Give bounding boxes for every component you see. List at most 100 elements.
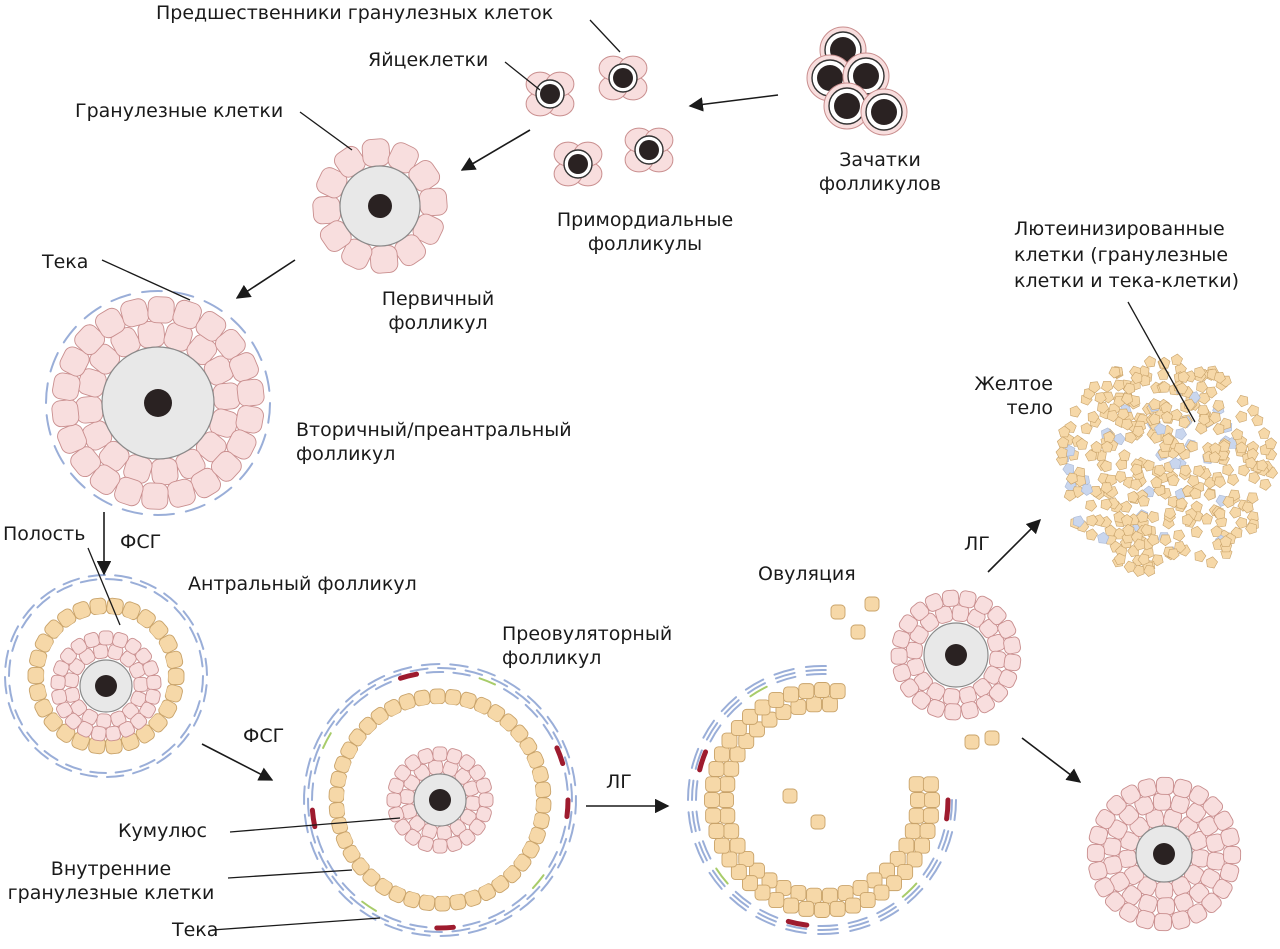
theca-cell xyxy=(572,768,575,785)
granulosa-lutein-cell xyxy=(1259,428,1270,439)
theca-cell xyxy=(412,933,429,935)
label-follicle-rudiments: Зачатки фолликулов xyxy=(800,148,960,196)
granulosa-cell xyxy=(724,824,739,839)
label-corpus-luteum-line2: тело xyxy=(940,396,1053,420)
theca-cell xyxy=(736,892,751,904)
label-fsh-2: ФСГ xyxy=(243,724,284,748)
granulosa-cell xyxy=(784,898,799,913)
theca-cell xyxy=(361,685,375,694)
rudiment-nucleus xyxy=(871,99,897,125)
theca-cell xyxy=(190,628,197,642)
theca-cell xyxy=(323,869,333,884)
theca-cell xyxy=(575,796,576,814)
theca-cell xyxy=(924,859,934,875)
cumulus-cell xyxy=(387,793,401,807)
label-primordial: Примордиальные фолликулы xyxy=(540,208,750,256)
label-theca-bottom: Тека xyxy=(172,918,218,942)
leader-theca-top xyxy=(102,260,190,300)
granulosa-cell xyxy=(51,399,80,428)
theca-cell xyxy=(947,800,948,819)
theca-cell xyxy=(317,836,323,852)
theca-cell xyxy=(106,579,122,580)
theca-cell xyxy=(565,757,569,774)
label-preovulatory: Преовуляторный фолликул xyxy=(502,622,672,670)
theca-cell xyxy=(505,906,519,915)
leader-precursors xyxy=(590,20,620,52)
theca-cell xyxy=(688,780,690,800)
theca-cell xyxy=(308,799,309,816)
released-cell xyxy=(811,815,825,829)
granulosa-cell xyxy=(807,697,822,712)
granulosa-cell xyxy=(730,747,745,762)
theca-cell xyxy=(9,703,15,718)
theca-cell xyxy=(385,674,401,680)
granulosa-cell xyxy=(148,296,175,323)
cumulus-cell xyxy=(99,631,113,645)
granulosa-cell xyxy=(909,777,924,792)
theca-cell xyxy=(205,301,222,311)
granulosa-lutein-cell xyxy=(1191,526,1202,537)
label-inner-granulosa-line2: гранулезные клетки xyxy=(2,881,220,905)
theca-cell xyxy=(818,925,837,926)
granulosa-cell xyxy=(168,668,184,684)
cumulus-cell xyxy=(1153,793,1171,811)
theca-cell xyxy=(728,703,742,716)
cumulus-cell xyxy=(433,747,447,761)
theca-cell xyxy=(376,682,391,689)
released-cell xyxy=(831,605,845,619)
arrow-to-corpus-luteum xyxy=(988,520,1040,572)
granulosa-cell xyxy=(719,793,734,808)
granulosa-cell xyxy=(815,903,830,918)
granulosa-cell xyxy=(845,898,860,913)
oocyte-nucleus xyxy=(945,644,967,666)
label-inner-granulosa: Внутренние гранулезные клетки xyxy=(2,857,220,905)
theca-cell xyxy=(903,884,917,897)
theca-cell xyxy=(951,800,952,819)
granulosa-cell xyxy=(769,893,784,908)
granulosa-lutein-cell xyxy=(1101,381,1112,392)
arrow-primary-to-secondary xyxy=(237,260,295,298)
theca-cell xyxy=(90,772,106,773)
granulosa-cell xyxy=(362,138,391,167)
label-primordial-line2: фолликулы xyxy=(540,232,750,256)
theca-cell xyxy=(202,676,203,692)
cumulus-cell xyxy=(1087,844,1104,861)
theca-cell xyxy=(268,403,270,423)
granulosa-lutein-cell xyxy=(1206,557,1217,568)
theca-cell xyxy=(115,575,131,578)
granulosa-lutein-cell xyxy=(1086,500,1097,511)
theca-cell xyxy=(315,757,320,773)
theca-cell xyxy=(142,291,162,292)
label-secondary-line2: фолликул xyxy=(296,442,572,466)
corpus-luteum xyxy=(1056,354,1278,577)
theca-cell xyxy=(441,935,459,936)
granulosa-lutein-cell xyxy=(1204,489,1215,500)
granulosa-cell xyxy=(822,697,837,712)
theca-cell xyxy=(51,353,58,371)
oocyte-nucleus xyxy=(1153,843,1175,865)
granulosa-lutein-cell xyxy=(1230,507,1241,518)
label-oocytes: Яйцеклетки xyxy=(368,48,488,72)
granulosa-lutein-cell xyxy=(1070,406,1081,417)
granulosa-cell xyxy=(923,777,938,792)
cumulus-cell xyxy=(1156,882,1173,899)
theca-cell xyxy=(544,725,553,739)
granulosa-lutein-cell xyxy=(1214,477,1225,488)
theca-cell xyxy=(693,812,696,831)
theca-cell xyxy=(258,435,265,453)
label-luteinized-line1: Лютеинизированные xyxy=(1014,216,1239,242)
theca-cell xyxy=(504,689,518,698)
theca-cell xyxy=(563,741,570,757)
theca-cell xyxy=(154,514,174,515)
granulosa-lutein-cell xyxy=(1119,450,1130,461)
granulosa-cell xyxy=(925,793,940,808)
label-secondary: Вторичный/преантральный фолликул xyxy=(296,418,572,466)
theca-cell xyxy=(314,733,322,749)
released-cell xyxy=(851,625,865,639)
theca-cell xyxy=(311,843,318,859)
granulosa-cell xyxy=(920,823,935,838)
theca-cell xyxy=(9,686,12,701)
label-inner-granulosa-line1: Внутренние xyxy=(2,857,220,881)
cumulus-oocyte-complex xyxy=(1087,777,1240,930)
theca-cell xyxy=(186,505,205,512)
